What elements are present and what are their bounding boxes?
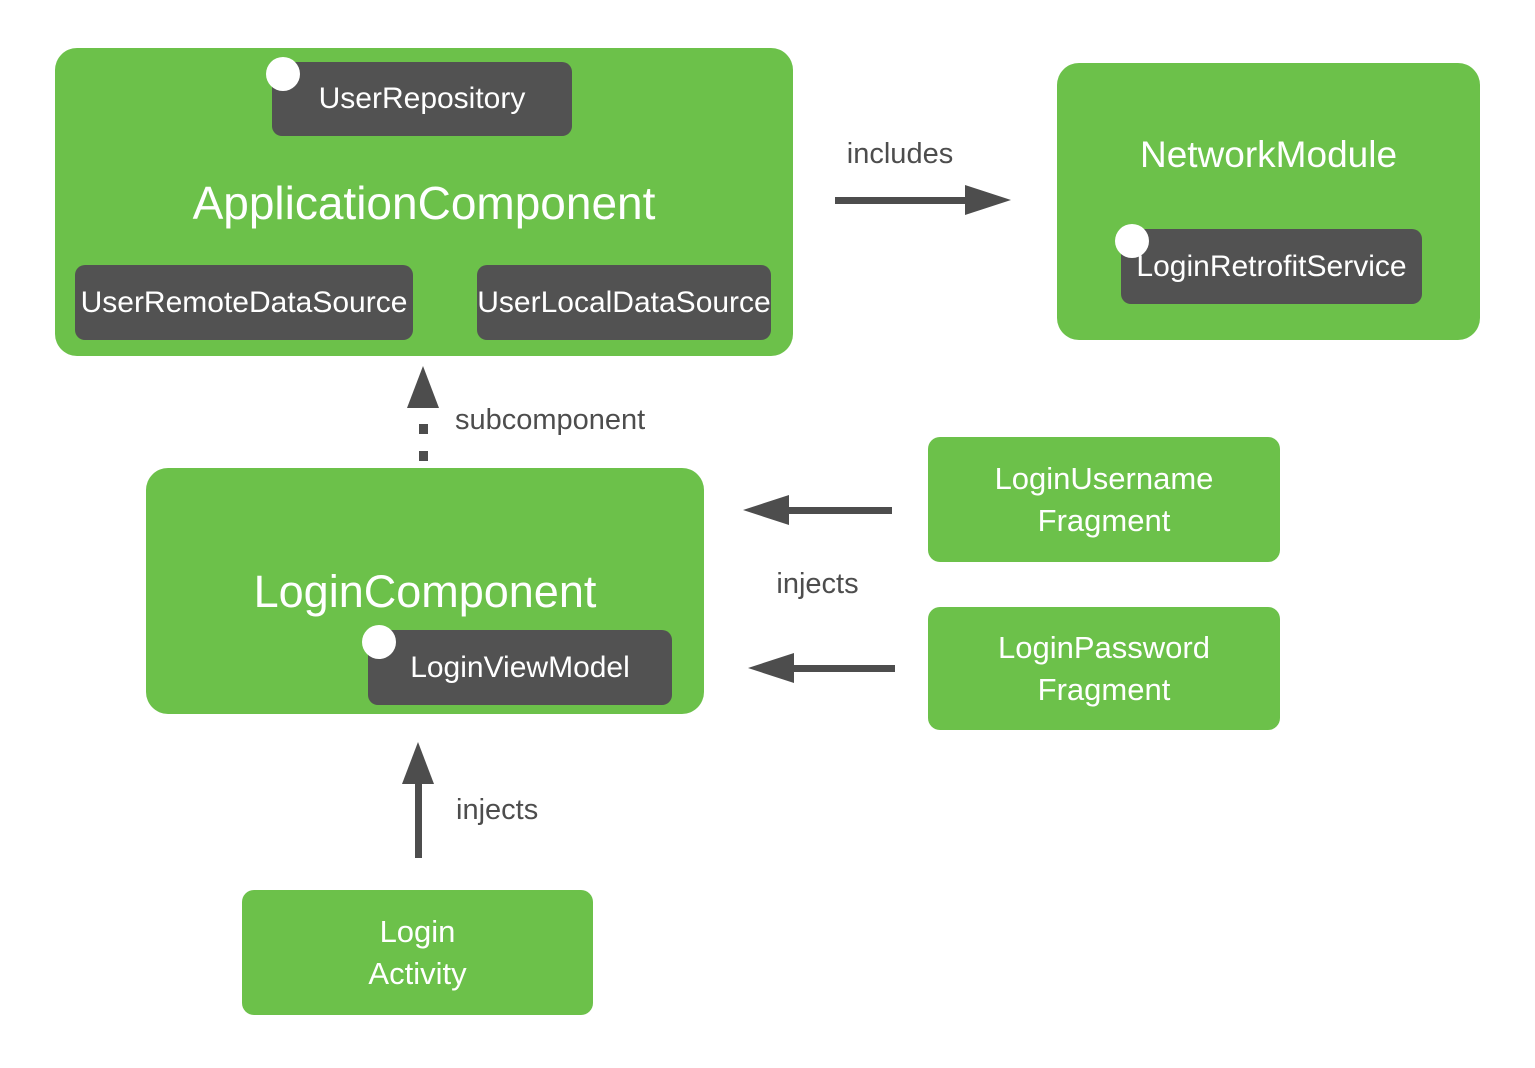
login-password-fragment-label: LoginPassword Fragment [998,629,1210,707]
login-password-fragment-box: LoginPassword Fragment [928,607,1280,730]
inject-password-arrowhead-icon [748,653,794,683]
inject-activity-arrowhead-icon [402,742,434,784]
application-component-box: UserRepository ApplicationComponent User… [55,48,793,356]
includes-label: includes [846,138,954,170]
injects-fragments-label: injects [776,568,859,600]
login-username-fragment-label: LoginUsername Fragment [994,460,1214,538]
login-retrofit-service-label: LoginRetrofitService [1136,249,1407,283]
user-local-datasource-badge: UserLocalDataSource [477,265,771,340]
login-viewmodel-badge: LoginViewModel [362,625,672,705]
inject-username-arrowhead-icon [743,495,789,525]
user-repository-label: UserRepository [318,82,526,115]
network-module-title: NetworkModule [1139,134,1398,175]
login-retrofit-service-badge: LoginRetrofitService [1115,224,1422,304]
network-module-box: NetworkModule LoginRetrofitService [1057,63,1480,340]
user-local-datasource-label: UserLocalDataSource [477,285,771,319]
includes-arrowhead-icon [965,185,1011,215]
includes-arrow-shaft [835,197,967,204]
login-viewmodel-label: LoginViewModel [410,650,630,684]
inject-activity-arrow-shaft [415,782,422,858]
subcomponent-arrow-dash [419,424,428,434]
user-repository-badge: UserRepository [266,57,572,136]
inject-username-arrow-shaft [787,507,892,514]
login-activity-box: Login Activity [242,890,593,1015]
subcomponent-arrowhead-icon [407,366,439,408]
login-component-box: LoginComponent LoginViewModel [146,468,704,714]
application-component-title: ApplicationComponent [192,177,656,229]
provision-dot-icon [1115,224,1149,258]
provision-dot-icon [266,57,300,91]
login-username-fragment-box: LoginUsername Fragment [928,437,1280,562]
user-remote-datasource-label: UserRemoteDataSource [80,285,408,319]
injects-activity-label: injects [456,794,539,826]
login-activity-label: Login Activity [368,913,467,991]
subcomponent-arrow-dash [419,451,428,461]
login-component-title: LoginComponent [253,566,597,617]
provision-dot-icon [362,625,396,659]
user-remote-datasource-badge: UserRemoteDataSource [75,265,413,340]
inject-password-arrow-shaft [792,665,895,672]
subcomponent-label: subcomponent [455,404,646,436]
